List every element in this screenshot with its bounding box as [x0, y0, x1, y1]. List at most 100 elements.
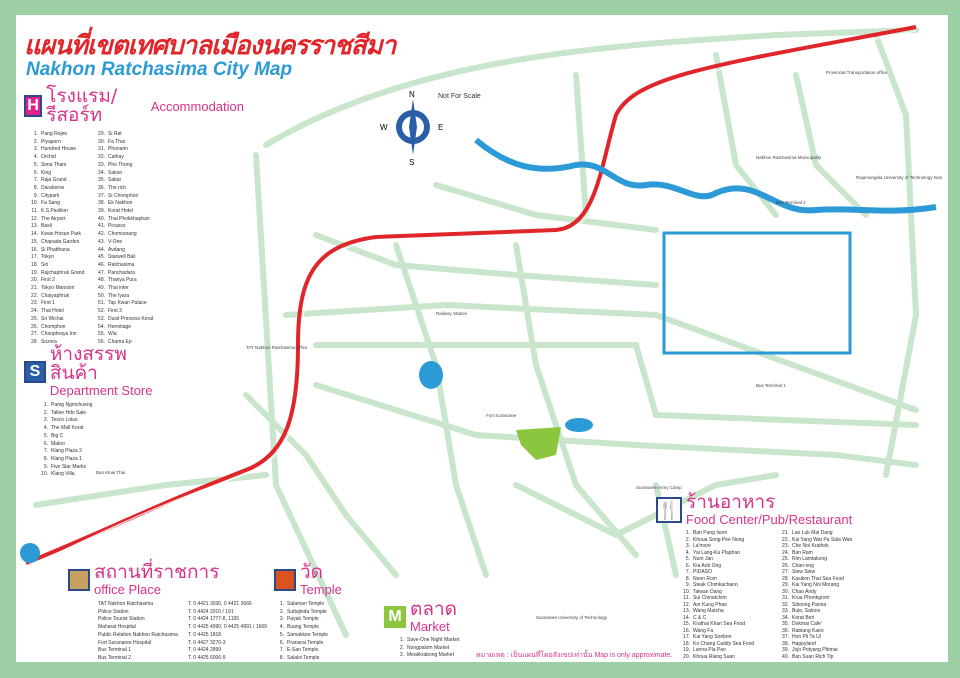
shopping-bag-icon: S [24, 360, 46, 383]
list-item: 28.Kasikon Thai Sea Food [779, 576, 872, 583]
list-item: 27.Siew Siew [779, 569, 872, 576]
item-name: Ban Ram [792, 549, 813, 556]
list-item: 9.Five Star Marks [38, 464, 168, 472]
list-item: 16.Wang Fa [680, 628, 773, 635]
item-number: 17. [31, 254, 38, 261]
city-map[interactable] [16, 15, 948, 662]
item-name: Neon Rom [693, 575, 717, 582]
item-name: Jojo Potyang Phimai [792, 647, 838, 653]
item-name: E-San Temple [287, 647, 319, 654]
disclaimer-note: หมายเหตุ : เป็นแผนที่โดยสังเขปเท่านั้น M… [476, 652, 673, 659]
office-section: สถานที่ราชการ office Place TAT Nakhon Ra… [68, 563, 278, 662]
item-number: 29. [98, 131, 105, 137]
highway [25, 25, 917, 565]
item-number: 51. [98, 300, 105, 307]
item-name: Siri [41, 261, 49, 268]
list-item: 11.Sui Chinatchim [680, 595, 773, 602]
item-number: 3. [399, 652, 404, 659]
item-number: 8. [685, 575, 690, 582]
compass-south: S [409, 158, 414, 167]
item-name: Chomphon [41, 323, 66, 330]
map-label: Nakhon Ratchasima Municipality [756, 155, 822, 160]
item-phone: T. 0 4425 1818 [188, 631, 222, 638]
item-name: The Mall Korat [51, 425, 84, 432]
list-item: 44.Avdang [95, 247, 156, 255]
list-item: 32.Siboong Panna [779, 602, 872, 609]
item-number: 52. [98, 308, 105, 315]
item-name: Fa Thai [108, 138, 125, 145]
item-name: Thai Phokkhaphan [108, 215, 150, 222]
item-name: Pho Thong [108, 161, 133, 168]
item-number: 7. [33, 177, 38, 184]
list-item: 19.Lanna Pla Pao [680, 647, 773, 654]
item-name: First 1 [41, 300, 55, 307]
item-name: Cathay [108, 154, 124, 161]
item-number: 39. [782, 647, 789, 653]
item-number: 56. [98, 338, 105, 345]
list-item: 23.Che Noi Krathok [779, 543, 872, 550]
list-item: 36.The rich [95, 185, 156, 193]
item-number: 50. [98, 292, 105, 299]
item-name: Ban Suan Rich Tip [792, 653, 834, 660]
item-name: Pamg Ngmchueng [51, 402, 93, 408]
item-name: Save-One Night Market [407, 637, 460, 643]
item-name: Piyaporn [41, 138, 61, 145]
map-label: TAT Nakhon Ratchasima office [246, 345, 308, 350]
item-name: La'more [693, 543, 711, 549]
item-name: King [41, 169, 52, 176]
item-number: 55. [98, 331, 105, 338]
item-number: 40. [98, 215, 105, 222]
item-number: 26. [31, 323, 38, 330]
item-name: First 3 [108, 308, 122, 315]
item-number: 2. [43, 409, 48, 416]
list-item: 27.Chaophraya Inn [28, 331, 89, 339]
item-number: 1. [33, 131, 38, 137]
item-name: Payab Temple [287, 616, 319, 623]
highway-center-line [35, 30, 917, 564]
list-item: 1.Ban Pang Isom [680, 530, 773, 537]
list-item: 25.Sri Wichai [28, 316, 89, 324]
item-name: Si Rat [108, 131, 122, 137]
item-number: 12. [31, 215, 38, 222]
list-item: 10.Taiwan Dang [680, 589, 773, 596]
map-label: Suranaree Army Camp [636, 485, 682, 490]
item-name: Chaiyaphruk [41, 292, 70, 299]
compass-west: W [380, 123, 388, 132]
item-name: Tokyo [41, 254, 55, 261]
list-item: 8.Salaloi Temple [274, 655, 378, 662]
item-name: Bus Terminal 2 [98, 654, 131, 661]
item-name: Wang Fa [693, 627, 714, 634]
item-name: Kia Aob Ong [693, 562, 722, 569]
item-number: 35. [782, 621, 789, 627]
list-item: 34.Sakon [95, 170, 156, 178]
item-number: 18. [683, 640, 690, 647]
list-item: 16.Si Phatthana [28, 247, 89, 255]
item-number: 6. [685, 562, 690, 569]
item-name: Tallee Hdo Sale [51, 409, 87, 416]
item-number: 27. [782, 569, 789, 575]
office-title-english: office Place [94, 582, 161, 597]
item-name: Taiwan Dang [693, 588, 722, 595]
list-item: 10.Klang Villa [38, 471, 168, 479]
item-name: Klang Villa [51, 471, 75, 478]
list-item: 52.First 3 [95, 308, 156, 316]
item-name: Police Tourist Station [98, 616, 145, 623]
item-number: 5. [43, 432, 48, 439]
map-label: Bus Terminal 2 [776, 200, 806, 205]
item-name: Yai Lang-Ka Plaphao [693, 549, 740, 556]
item-name: Chan-ong [792, 562, 814, 569]
item-name: Klang Plaza 2 [51, 448, 82, 455]
list-item: 37.Hon Pli Ta Ui [779, 634, 872, 641]
list-item: 17.Kai Yang Soebori [680, 634, 773, 641]
list-item: 39.Korat Hotel [95, 208, 156, 216]
item-number: 24. [782, 549, 789, 556]
item-number: 6. [43, 440, 48, 447]
item-number: 43. [98, 238, 105, 245]
list-item: 55.Wia [95, 331, 156, 339]
item-name: K.S.Pavilion [41, 208, 68, 215]
item-name: Che Noi Krathok [792, 543, 829, 549]
list-item: 56.Chama Ep [95, 339, 156, 347]
list-item: 1.Save-One Night Market [394, 637, 498, 645]
list-item: 3.Payab Temple [274, 616, 378, 624]
